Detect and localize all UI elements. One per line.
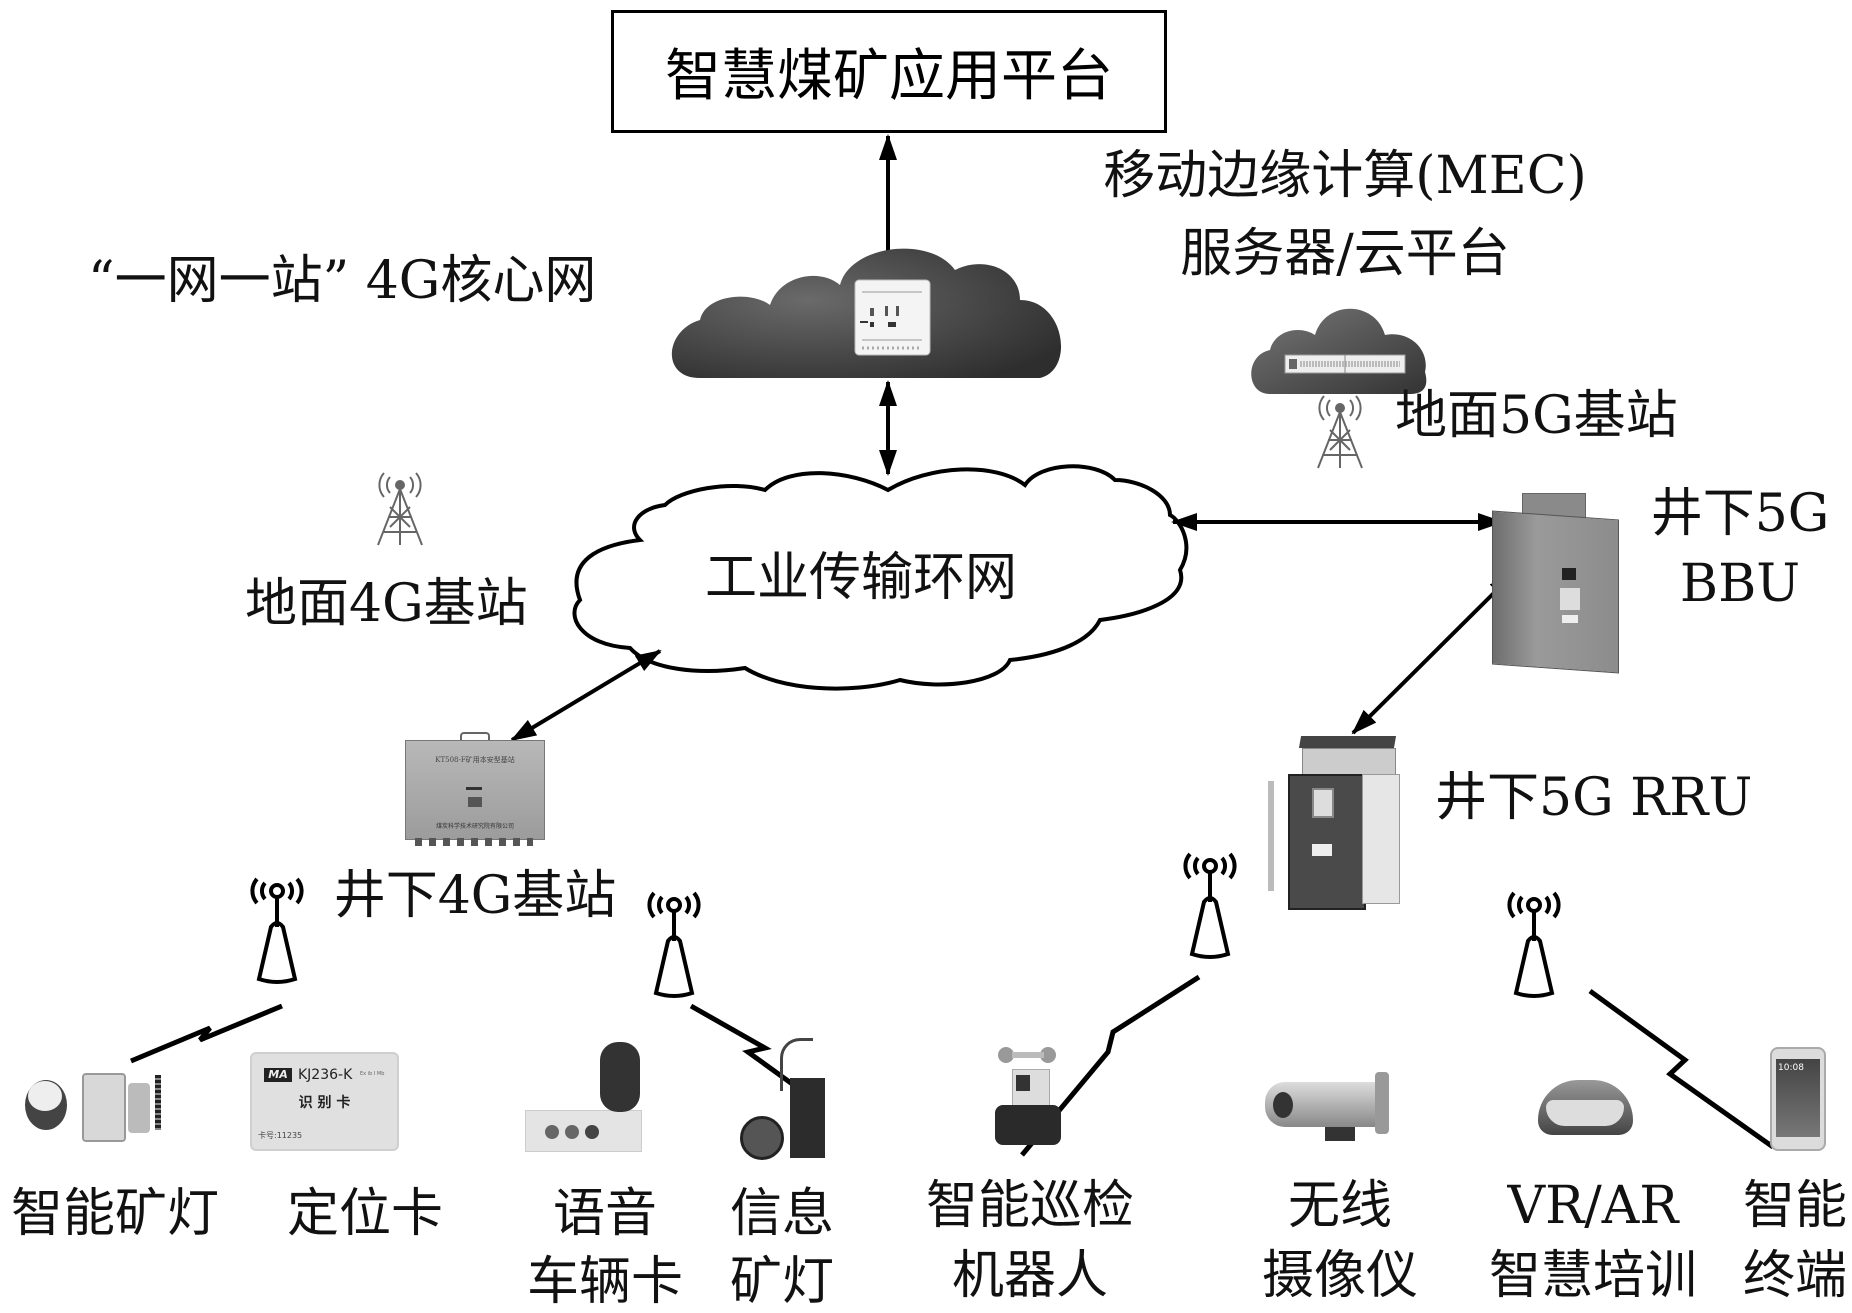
card-number: 卡号:11235 xyxy=(258,1131,303,1140)
platform-box: 智慧煤矿应用平台 xyxy=(611,10,1167,133)
ring-network-cloud xyxy=(572,464,1189,691)
terminal-label-phone-line2: 终端 xyxy=(1742,1246,1848,1306)
smart-miner-lamp-image xyxy=(20,1055,175,1142)
device-maker-text: 煤炭科学技术研究院有限公司 xyxy=(435,823,514,830)
card-title: 识 别 卡 xyxy=(298,1095,351,1111)
wireless-bolt-5g-right xyxy=(1588,988,1775,1150)
antenna-5g-right-icon xyxy=(1507,891,1561,998)
card-brand: MA xyxy=(264,1068,292,1082)
core-network-cloud xyxy=(671,248,1062,378)
terminal-label-positioning-card: 定位卡 xyxy=(286,1184,444,1244)
arrow-bbu-rru xyxy=(1351,572,1515,735)
terminal-label-voice-line2: 车辆卡 xyxy=(526,1252,684,1312)
platform-title: 智慧煤矿应用平台 xyxy=(665,44,1113,109)
bbu-label-line1: 井下5G xyxy=(1650,484,1830,544)
card-exmark: Ex ib I Mb xyxy=(360,1071,385,1077)
wireless-camera-image xyxy=(1265,1070,1400,1145)
ground-4g-label: 地面4G基站 xyxy=(245,574,528,634)
ground-5g-label: 地面5G基站 xyxy=(1395,386,1678,446)
antenna-5g-left-icon xyxy=(1183,852,1237,959)
voice-vehicle-card-image xyxy=(520,1040,642,1155)
terminal-label-camera-line2: 摄像仪 xyxy=(1261,1246,1419,1306)
terminal-label-robot-line2: 机器人 xyxy=(951,1246,1109,1306)
terminal-label-vr-line2: 智慧培训 xyxy=(1488,1246,1698,1306)
phone-time: 10:08 xyxy=(1778,1063,1804,1073)
mec-label-line1: 移动边缘计算(MEC) xyxy=(1103,146,1587,206)
terminal-label-info-lamp-line2: 矿灯 xyxy=(729,1252,835,1312)
bbu-device xyxy=(1492,493,1619,674)
inspection-robot-image xyxy=(990,1047,1065,1147)
ground-5g-tower-icon xyxy=(1317,395,1363,469)
ground-4g-tower-icon xyxy=(377,472,423,546)
card-model: KJ236-K xyxy=(298,1067,353,1083)
mec-cloud xyxy=(1251,308,1427,394)
mec-label-line2: 服务器/云平台 xyxy=(1180,224,1510,284)
terminal-label-voice-line1: 语音 xyxy=(552,1184,658,1244)
terminal-label-camera-line1: 无线 xyxy=(1287,1176,1393,1236)
terminal-label-info-lamp-line1: 信息 xyxy=(729,1184,835,1244)
wireless-bolt-4g-left xyxy=(130,1003,283,1064)
smart-terminal-phone-image: 10:08 xyxy=(1770,1047,1826,1151)
vr-ar-headset-image xyxy=(1538,1080,1633,1140)
antenna-4g-left-icon xyxy=(250,877,304,984)
underground-4g-device: KT508-F矿用本安型基站 煤炭科学技术研究院有限公司 xyxy=(405,732,545,847)
underground-4g-label: 井下4G基站 xyxy=(333,866,617,926)
terminal-label-vr-line1: VR/AR xyxy=(1507,1176,1679,1236)
core-server-icon xyxy=(854,279,931,356)
arrow-ring-4g xyxy=(510,649,662,742)
terminal-label-smart-lamp: 智能矿灯 xyxy=(10,1184,220,1244)
antenna-group xyxy=(250,852,1561,998)
ring-network-label: 工业传输环网 xyxy=(704,548,1018,608)
terminal-label-phone-line1: 智能 xyxy=(1742,1176,1848,1236)
antenna-4g-right-icon xyxy=(647,891,701,998)
rru-device xyxy=(1260,736,1422,924)
wireless-bolt-5g-left xyxy=(1020,974,1201,1157)
terminal-label-robot-line1: 智能巡检 xyxy=(925,1176,1135,1236)
rru-label: 井下5G RRU xyxy=(1435,768,1753,828)
device-model-text: KT508-F矿用本安型基站 xyxy=(435,756,515,764)
positioning-card-image: MA KJ236-K Ex ib I Mb 识 别 卡 卡号:11235 xyxy=(250,1052,399,1151)
info-miner-lamp-image xyxy=(735,1038,830,1160)
core-network-label: “一网一站” 4G核心网 xyxy=(88,251,597,311)
bbu-label-line2: BBU xyxy=(1679,554,1801,614)
